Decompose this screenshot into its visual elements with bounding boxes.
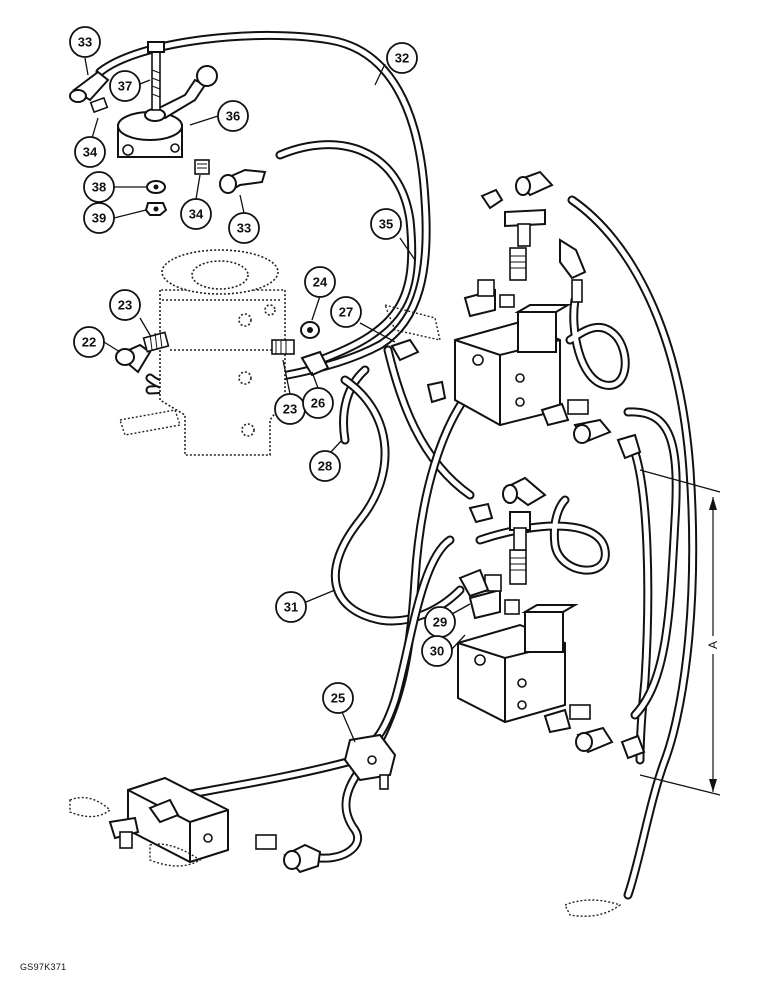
- swivel-cylinder: [115, 249, 441, 456]
- callout-23-left: 23: [109, 289, 141, 321]
- dimension-a: A: [639, 469, 721, 796]
- callout-32: 32: [386, 42, 418, 74]
- leaders: [84, 57, 471, 743]
- svg-text:23: 23: [283, 402, 297, 417]
- callout-34-mid: 34: [180, 198, 212, 230]
- svg-text:25: 25: [331, 691, 345, 706]
- callout-38: 38: [83, 171, 115, 203]
- callout-26: 26: [302, 387, 334, 419]
- callout-29: 29: [424, 606, 456, 638]
- svg-text:33: 33: [237, 221, 251, 236]
- svg-text:22: 22: [82, 335, 96, 350]
- callout-33-top: 33: [69, 26, 101, 58]
- svg-text:36: 36: [226, 109, 240, 124]
- callout-25: 25: [322, 682, 354, 714]
- callout-30: 30: [421, 635, 453, 667]
- svg-text:39: 39: [92, 211, 106, 226]
- svg-text:28: 28: [318, 459, 332, 474]
- upper-valve-block: [426, 170, 642, 460]
- dimension-label: A: [706, 641, 720, 649]
- callout-33-mid: 33: [228, 212, 260, 244]
- svg-text:23: 23: [118, 298, 132, 313]
- callout-31: 31: [275, 591, 307, 623]
- svg-text:32: 32: [395, 51, 409, 66]
- figure-code: GS97K371: [20, 962, 67, 972]
- svg-text:34: 34: [189, 207, 204, 222]
- svg-text:27: 27: [339, 305, 353, 320]
- valve-36: [117, 41, 218, 158]
- callout-34-left: 34: [74, 136, 106, 168]
- svg-text:30: 30: [430, 644, 444, 659]
- hose-31: [330, 375, 465, 626]
- callout-22: 22: [73, 326, 105, 358]
- svg-text:38: 38: [92, 180, 106, 195]
- svg-text:37: 37: [118, 79, 132, 94]
- callout-39: 39: [83, 202, 115, 234]
- svg-text:34: 34: [83, 145, 98, 160]
- svg-text:29: 29: [433, 615, 447, 630]
- callout-24: 24: [304, 266, 336, 298]
- svg-text:31: 31: [284, 600, 298, 615]
- callout-27: 27: [330, 296, 362, 328]
- fittings-top-left: [69, 70, 267, 216]
- callout-23-right: 23: [274, 393, 306, 425]
- lower-valve-block: [457, 476, 646, 760]
- hose-group: [95, 30, 698, 900]
- svg-text:33: 33: [78, 35, 92, 50]
- svg-text:35: 35: [379, 217, 393, 232]
- svg-text:26: 26: [311, 396, 325, 411]
- callout-37: 37: [109, 70, 141, 102]
- callout-36: 36: [217, 100, 249, 132]
- callout-35: 35: [370, 208, 402, 240]
- callouts: 33 37 32 34 36 38 39 34 33 35 24 23 27 2…: [69, 26, 456, 714]
- bottom-tee-block: [69, 733, 622, 917]
- callout-28: 28: [309, 450, 341, 482]
- svg-text:24: 24: [313, 275, 328, 290]
